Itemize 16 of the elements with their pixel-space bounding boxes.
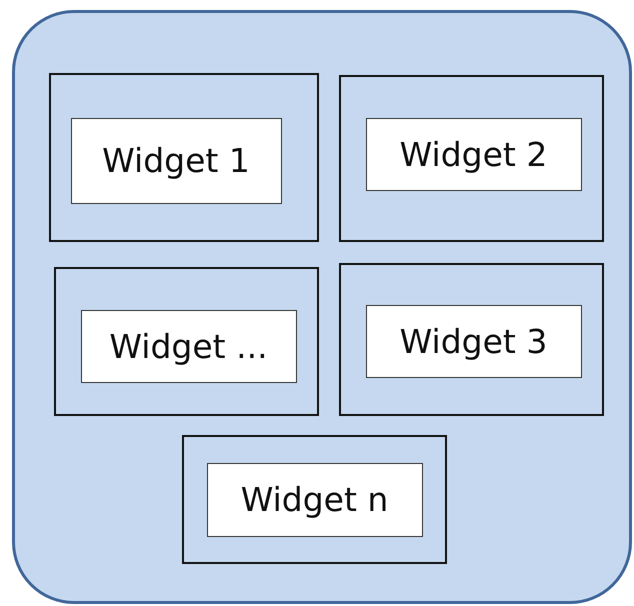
widget-box	[206, 462, 422, 536]
rounded-panel	[12, 10, 632, 604]
frame-box	[49, 73, 319, 242]
widget-label: Widget 3	[400, 322, 548, 360]
widget-label: Widget n	[240, 480, 388, 519]
widget-label: Widget ...	[109, 326, 268, 366]
frame-box	[339, 75, 604, 242]
widget-box	[80, 310, 296, 382]
widget-box	[366, 304, 582, 378]
widget-box	[366, 118, 582, 190]
widget-label: Widget 1	[102, 141, 250, 180]
widget-label: Widget 2	[400, 134, 548, 174]
frame-box	[54, 267, 319, 416]
frame-box	[339, 263, 604, 416]
frame-box	[182, 435, 447, 564]
widget-box	[70, 118, 282, 204]
